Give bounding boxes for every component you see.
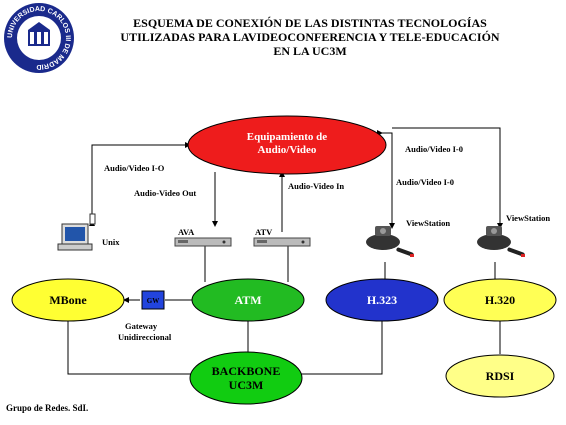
atm-node: ATM	[191, 278, 305, 322]
label-audio-video-out: Audio-Video Out	[134, 188, 197, 198]
label-ava: AVA	[178, 227, 195, 237]
equipment-node: Equipamiento de Audio/Video	[187, 115, 387, 175]
gateway-box-label: GW	[147, 297, 159, 305]
label-gateway-line-2: Unidireccional	[118, 332, 172, 342]
viewstation-icon-1	[366, 226, 414, 257]
h323-node: H.323	[325, 278, 439, 322]
equipment-label-line-2: Audio/Video	[258, 144, 317, 156]
title-line-2: UTILIZADAS PARA LAVIDEOCONFERENCIA Y TEL…	[120, 30, 500, 44]
label-atv: ATV	[255, 227, 273, 237]
rdsi-label: RDSI	[486, 369, 515, 383]
gateway-box: GW	[141, 290, 165, 310]
connection-lines	[67, 127, 503, 375]
atm-label: ATM	[234, 293, 261, 307]
ava-device-icon	[174, 237, 232, 247]
label-audio-video-io-right: Audio/Video I-0	[405, 144, 464, 154]
backbone-label-line-2: UC3M	[229, 378, 264, 392]
label-gateway-line-1: Gateway	[125, 321, 158, 331]
atv-device-icon	[253, 237, 311, 247]
rdsi-node: RDSI	[445, 354, 555, 398]
title-line-3: EN LA UC3M	[273, 44, 347, 58]
label-audio-video-io-mid: Audio/Video I-0	[396, 177, 455, 187]
viewstation-icon-2	[477, 226, 525, 257]
label-audio-video-io-left: Audio/Video I-O	[104, 163, 165, 173]
label-viewstation-2: ViewStation	[506, 213, 551, 223]
university-logo: UNIVERSIDAD CARLOS III DE MADRID	[4, 3, 74, 73]
h320-label: H.320	[485, 293, 515, 307]
h320-node: H.320	[443, 278, 557, 322]
title-line-1: ESQUEMA DE CONEXIÓN DE LAS DISTINTAS TEC…	[133, 16, 487, 30]
label-unix: Unix	[102, 237, 120, 247]
mbone-label: MBone	[49, 293, 87, 307]
equipment-label-line-1: Equipamiento de	[247, 131, 327, 143]
h323-label: H.323	[367, 293, 397, 307]
footer-credit: Grupo de Redes. SdI.	[6, 403, 89, 413]
diagram-title: ESQUEMA DE CONEXIÓN DE LAS DISTINTAS TEC…	[90, 16, 530, 58]
backbone-label-line-1: BACKBONE	[212, 364, 281, 378]
backbone-node: BACKBONE UC3M	[189, 351, 303, 405]
computer-icon	[57, 213, 96, 251]
label-audio-video-in: Audio-Video In	[288, 181, 345, 191]
label-viewstation-1: ViewStation	[406, 218, 451, 228]
mbone-node: MBone	[11, 278, 125, 322]
